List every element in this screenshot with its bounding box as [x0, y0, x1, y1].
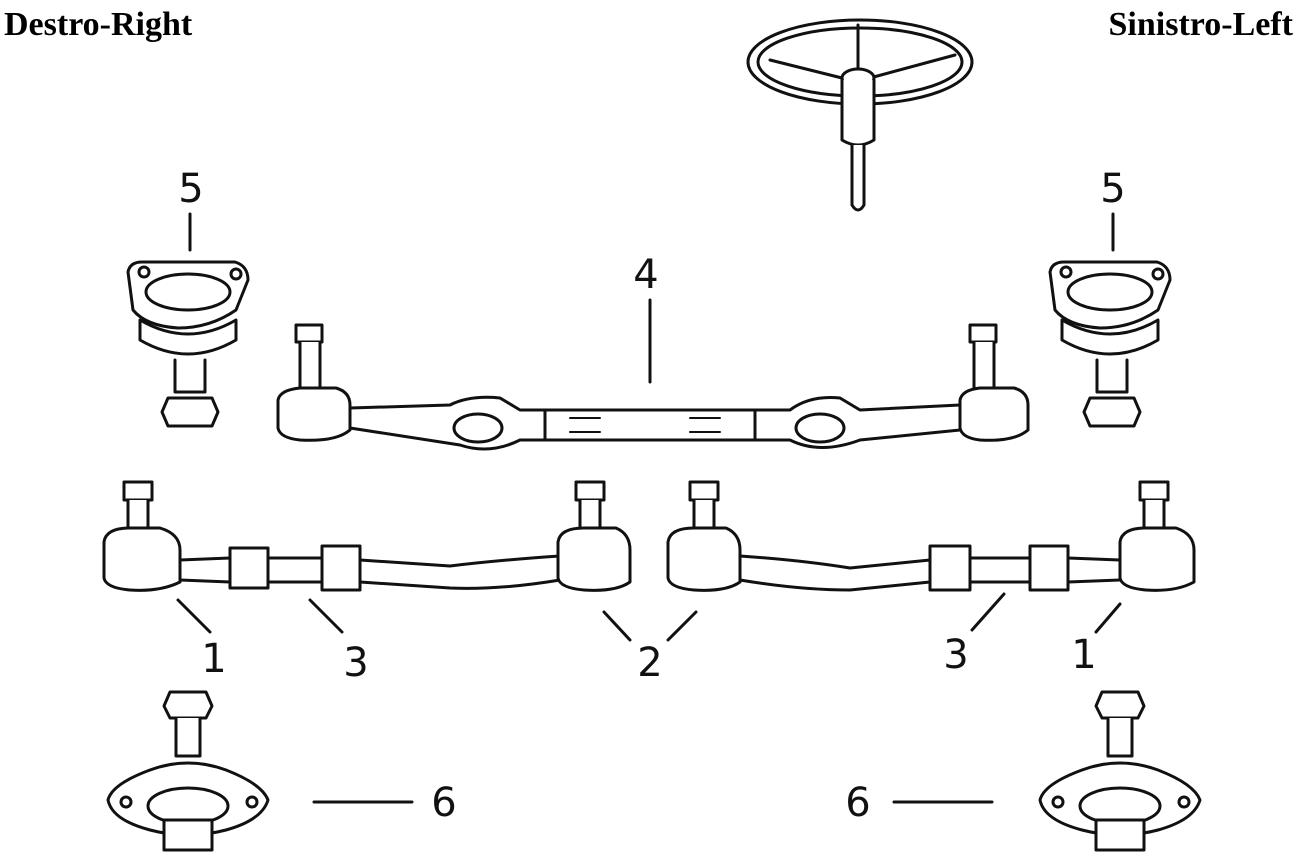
callout-6-left: 6: [845, 780, 870, 826]
tie-rod-left-assembly: [666, 480, 1196, 592]
tie-rod-right-assembly: [102, 480, 632, 592]
callout-2: 2: [637, 640, 662, 686]
callout-1-right: 1: [201, 636, 226, 682]
leader-lines: [176, 212, 1122, 804]
upper-ball-joint-right: [126, 260, 250, 428]
callout-6-right: 6: [431, 780, 456, 826]
lower-ball-joint-right: [106, 690, 270, 852]
callout-3-right: 3: [343, 640, 368, 686]
center-drag-link: [276, 323, 1030, 451]
lower-ball-joint-left: [1038, 690, 1202, 852]
callout-4: 4: [633, 252, 658, 298]
callout-5-right: 5: [178, 166, 203, 212]
header-sinistro-left: Sinistro-Left: [1108, 6, 1293, 43]
steering-wheel-drawing: [746, 18, 974, 212]
callout-3-left: 3: [943, 632, 968, 678]
callout-1-left: 1: [1071, 632, 1096, 678]
upper-ball-joint-left: [1048, 260, 1172, 428]
callout-5-left: 5: [1100, 166, 1125, 212]
header-destro-right: Destro-Right: [4, 6, 193, 43]
